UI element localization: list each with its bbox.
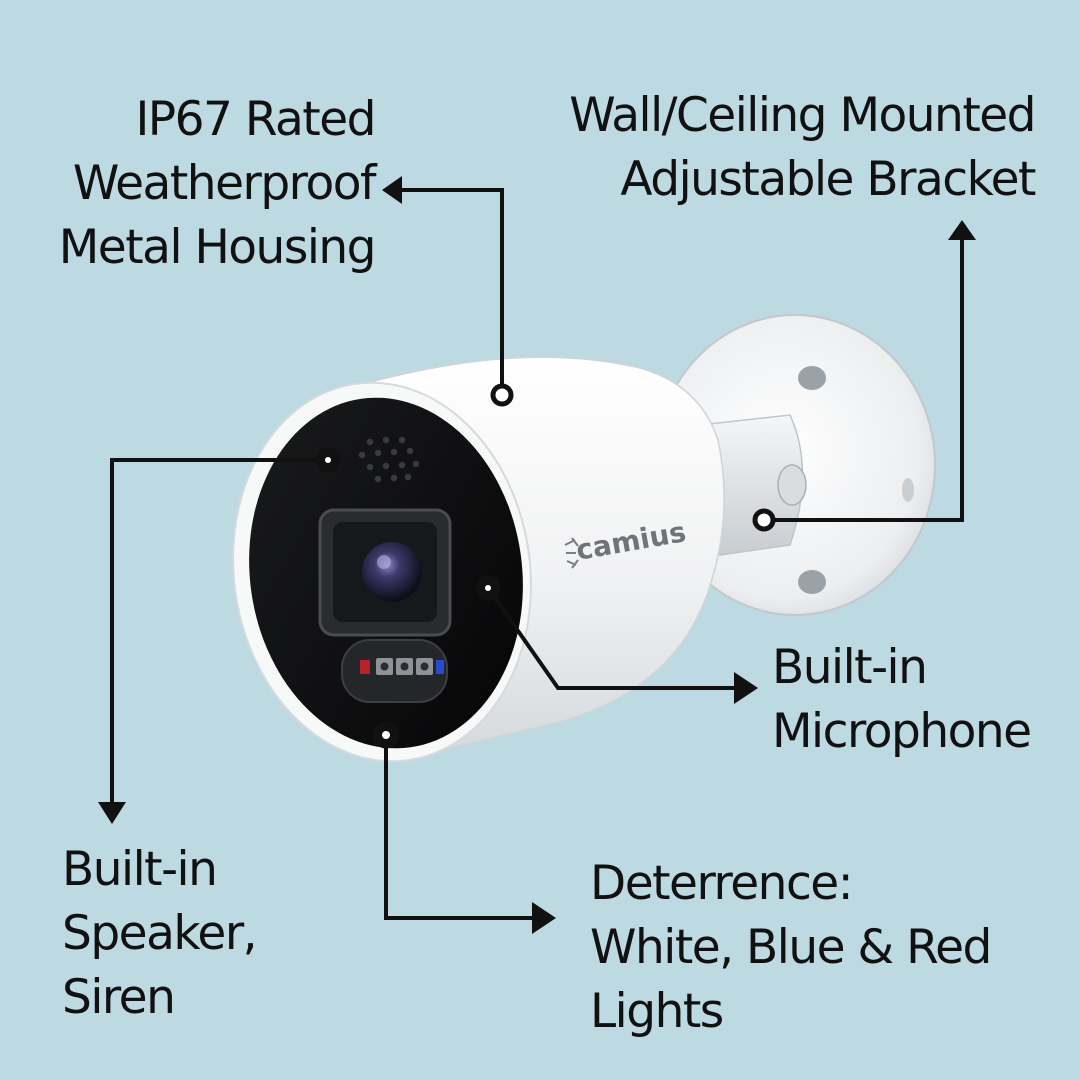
screw-hole-bottom [798, 570, 826, 594]
callout-speaker: Built-in Speaker, Siren [62, 838, 258, 1030]
leader-line-speaker [110, 458, 328, 808]
leader-line-microphone [486, 586, 738, 690]
wall-mount-bracket [654, 314, 936, 616]
camera-lens [318, 508, 452, 637]
arrow-right-icon [532, 902, 556, 934]
callout-housing-line: IP67 Rated [135, 92, 376, 147]
callout-lights-line: Lights [590, 984, 724, 1039]
callout-bracket: Wall/Ceiling Mounted Adjustable Bracket [540, 84, 1036, 212]
anchor-ring-housing [490, 383, 514, 407]
speaker-grille [358, 436, 420, 483]
deterrence-lights [341, 639, 448, 703]
callout-microphone-line: Built-in [772, 640, 928, 695]
arrow-down-icon [98, 802, 126, 824]
arrow-left-icon [382, 176, 402, 204]
red-light-icon [360, 660, 370, 674]
camera-housing [232, 356, 725, 763]
callout-bracket-line: Wall/Ceiling Mounted [569, 88, 1036, 143]
blue-light-icon [436, 660, 444, 674]
arrow-up-icon [948, 220, 976, 240]
callout-microphone-line: Microphone [772, 704, 1032, 759]
callout-lights-line: White, Blue & Red [590, 920, 992, 975]
leader-line-housing [398, 188, 504, 395]
callout-housing-line: Metal Housing [58, 220, 377, 275]
leader-lines [110, 188, 964, 920]
callout-bracket-line: Adjustable Bracket [620, 152, 1036, 207]
leader-line-bracket [764, 235, 964, 522]
starburst-icon [564, 537, 579, 569]
callout-lights-line: Deterrence: [590, 856, 854, 911]
callout-lights: Deterrence: White, Blue & Red Lights [590, 852, 992, 1044]
callout-housing: IP67 Rated Weatherproof Metal Housing [40, 88, 377, 280]
arrowheads [98, 176, 976, 934]
callout-microphone: Built-in Microphone [772, 636, 1032, 764]
anchor-ring-bracket [752, 508, 776, 532]
callout-speaker-line: Built-in [62, 842, 218, 897]
callout-speaker-line: Speaker, [62, 906, 258, 961]
arrow-right-icon [734, 672, 758, 704]
leader-line-lights [384, 735, 538, 920]
screw-hole-top [798, 366, 826, 390]
callout-speaker-line: Siren [62, 970, 176, 1025]
callout-housing-line: Weatherproof [72, 156, 377, 211]
